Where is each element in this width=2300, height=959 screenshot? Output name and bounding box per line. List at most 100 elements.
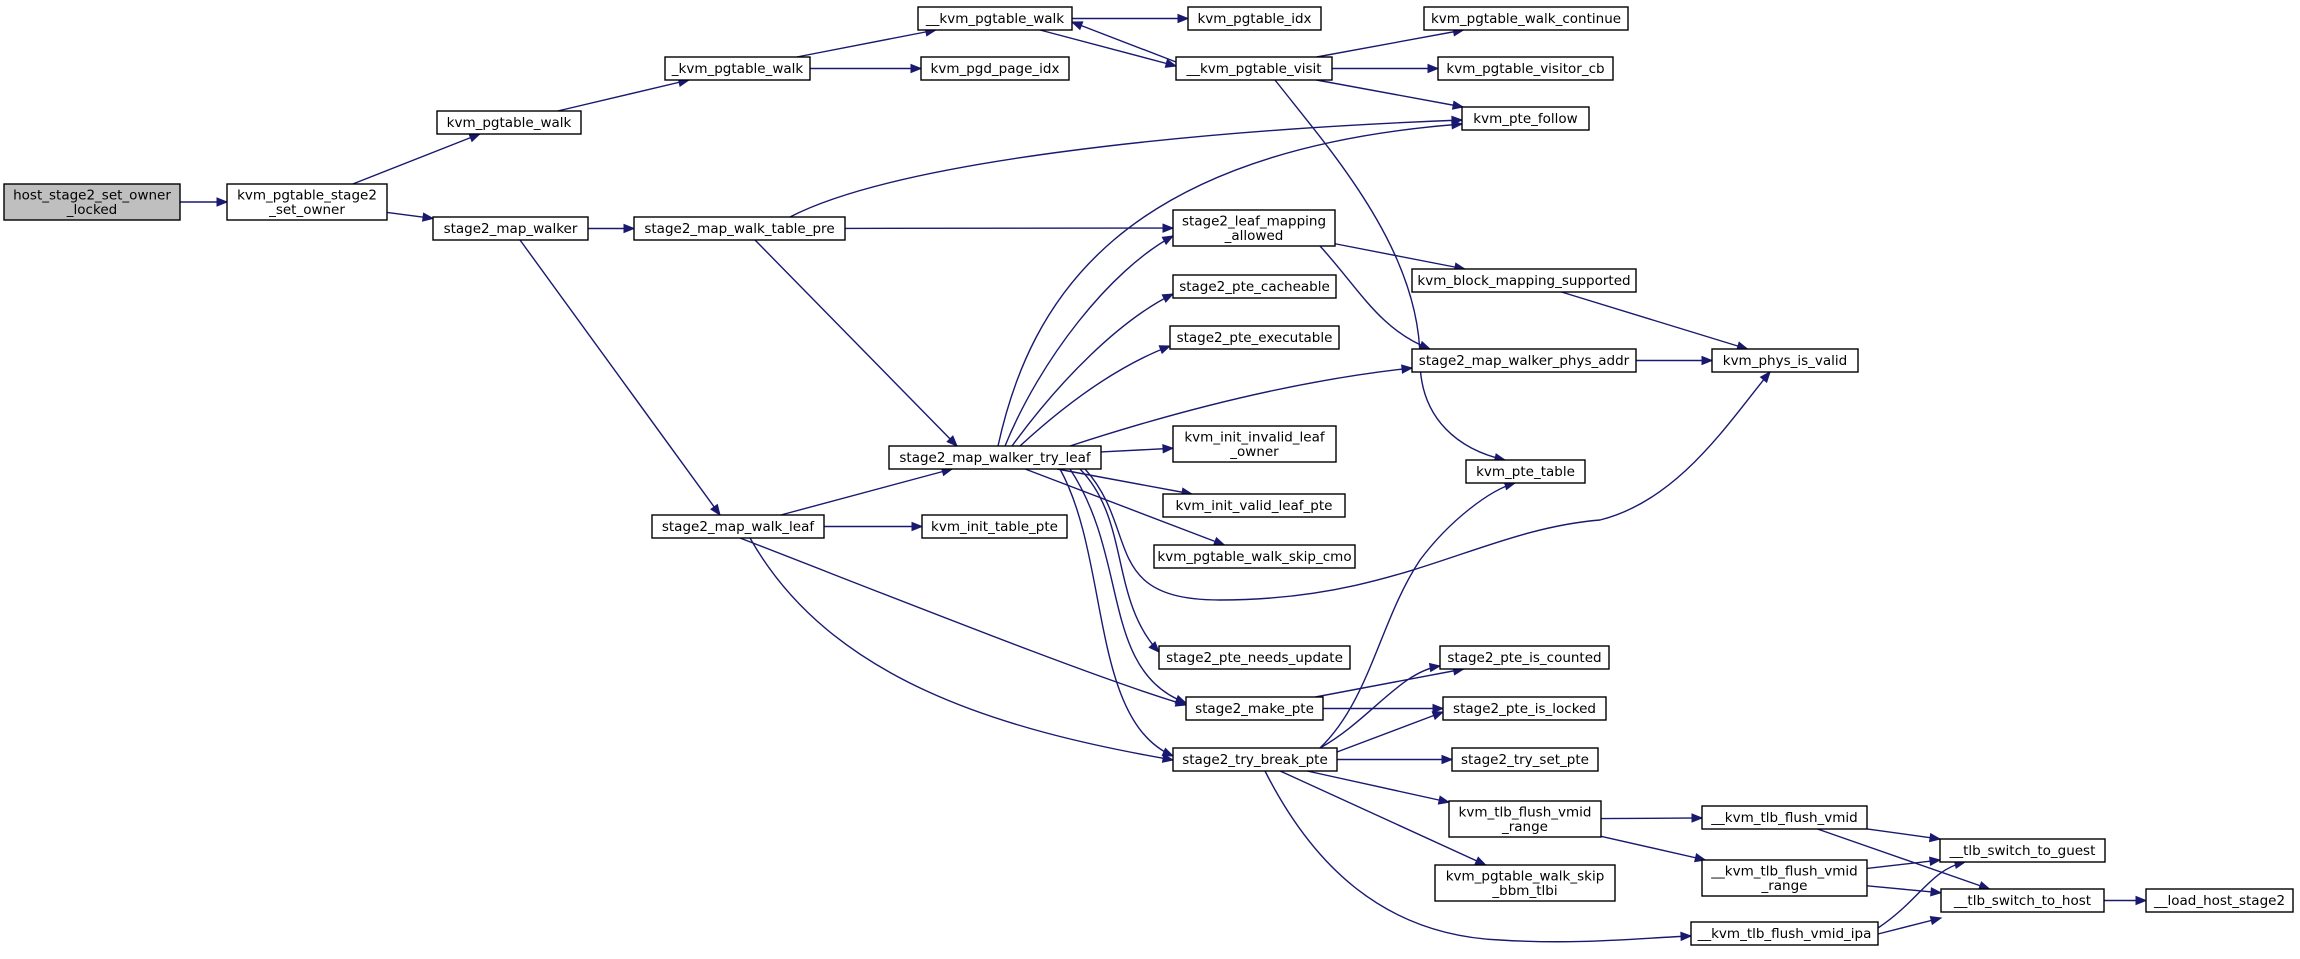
edge-__kvm_pgtable_walk-to-__kvm_pgtable_visit-arrowhead [1164, 58, 1178, 68]
edge-stage2_map_walker_try_leaf-to-stage2_try_break_pte [1059, 468, 1174, 757]
edge-stage2_make_pte-to-stage2_pte_is_counted [1315, 668, 1464, 698]
edge-_kvm_pgtable_walk-to-__kvm_pgtable_walk [796, 29, 936, 58]
node-stage2_map_walk_table_pre[interactable]: stage2_map_walk_table_pre [633, 216, 846, 241]
node-box[interactable] [1158, 645, 1351, 670]
node-box[interactable] [3, 183, 181, 221]
node-box[interactable] [1461, 106, 1590, 131]
node-box[interactable] [1172, 274, 1337, 299]
node-__tlb_switch_to_guest[interactable]: __tlb_switch_to_guest [1939, 838, 2106, 863]
node-kvm_pte_table[interactable]: kvm_pte_table [1465, 459, 1586, 484]
node-box[interactable] [1465, 459, 1586, 484]
node-stage2_map_walker[interactable]: stage2_map_walker [432, 216, 589, 241]
edge-__kvm_tlb_flush_vmid_ipa-to-__tlb_switch_to_host [1877, 917, 1942, 935]
node-kvm_phys_is_valid[interactable]: kvm_phys_is_valid [1711, 348, 1859, 373]
node-kvm_init_invalid_leaf_owner[interactable]: kvm_init_invalid_leaf_owner [1172, 425, 1337, 463]
node-box[interactable] [436, 110, 582, 135]
node-stage2_pte_cacheable[interactable]: stage2_pte_cacheable [1172, 274, 1337, 299]
node-box[interactable] [1172, 209, 1336, 247]
edge-stage2_map_walker_try_leaf-to-kvm_init_invalid_leaf_owner-arrowhead [1162, 444, 1175, 454]
node-__kvm_pgtable_walk[interactable]: __kvm_pgtable_walk [917, 6, 1073, 31]
node-stage2_try_set_pte[interactable]: stage2_try_set_pte [1451, 747, 1599, 772]
node-kvm_init_table_pte[interactable]: kvm_init_table_pte [921, 514, 1068, 539]
edge-stage2_map_walk_table_pre-to-stage2_map_walker_try_leaf [754, 239, 958, 447]
node-box[interactable] [920, 56, 1070, 81]
node-box[interactable] [1451, 747, 1599, 772]
node-kvm_tlb_flush_vmid_range[interactable]: kvm_tlb_flush_vmid_range [1448, 800, 1602, 838]
node-stage2_map_walk_leaf[interactable]: stage2_map_walk_leaf [651, 514, 825, 539]
edge-kvm_tlb_flush_vmid_range-to-__kvm_tlb_flush_vmid [1600, 817, 1703, 820]
node-stage2_leaf_mapping_allowed[interactable]: stage2_leaf_mapping_allowed [1172, 209, 1336, 247]
node-__kvm_pgtable_visit[interactable]: __kvm_pgtable_visit [1175, 56, 1333, 81]
node-box[interactable] [1448, 800, 1602, 838]
node-stage2_make_pte[interactable]: stage2_make_pte [1185, 696, 1324, 721]
node-box[interactable] [921, 514, 1068, 539]
node-stage2_pte_needs_update[interactable]: stage2_pte_needs_update [1158, 645, 1351, 670]
node-host_stage2_set_owner_locked[interactable]: host_stage2_set_owner_locked [3, 183, 181, 221]
node-_kvm_pgtable_walk[interactable]: _kvm_pgtable_walk [664, 56, 811, 81]
node-kvm_pgtable_walk_continue[interactable]: kvm_pgtable_walk_continue [1423, 6, 1629, 31]
node-__load_host_stage2[interactable]: __load_host_stage2 [2145, 888, 2294, 913]
node-box[interactable] [1701, 859, 1868, 897]
node-box[interactable] [1711, 348, 1859, 373]
node-kvm_pte_follow[interactable]: kvm_pte_follow [1461, 106, 1590, 131]
node-label: kvm_init_table_pte [931, 519, 1058, 535]
node-__kvm_tlb_flush_vmid_range[interactable]: __kvm_tlb_flush_vmid_range [1701, 859, 1868, 897]
node-box[interactable] [1434, 864, 1616, 902]
node-box[interactable] [1442, 696, 1607, 721]
node-box[interactable] [664, 56, 811, 81]
node-kvm_pgtable_visitor_cb[interactable]: kvm_pgtable_visitor_cb [1437, 56, 1614, 81]
edge-stage2_try_break_pte-to-kvm_tlb_flush_vmid_range [1307, 770, 1450, 803]
edge-stage2_map_walker_try_leaf-to-kvm_phys_is_valid-arrowhead [1759, 370, 1771, 384]
edge-stage2_map_walker-to-stage2_map_walk_leaf [519, 239, 721, 516]
node-kvm_pgtable_walk[interactable]: kvm_pgtable_walk [436, 110, 582, 135]
node-stage2_try_break_pte[interactable]: stage2_try_break_pte [1172, 747, 1338, 772]
edge-stage2_map_walker_try_leaf-to-stage2_pte_cacheable-arrowhead [1161, 293, 1175, 303]
node-box[interactable] [1411, 348, 1637, 373]
node-kvm_init_valid_leaf_pte[interactable]: kvm_init_valid_leaf_pte [1162, 493, 1346, 518]
node-box[interactable] [1172, 425, 1337, 463]
node-kvm_pgtable_walk_skip_bbm_tlbi[interactable]: kvm_pgtable_walk_skip_bbm_tlbi [1434, 864, 1616, 902]
node-box[interactable] [1940, 888, 2105, 913]
node-box[interactable] [2145, 888, 2294, 913]
node-box[interactable] [432, 216, 589, 241]
node-kvm_pgtable_stage2_set_owner[interactable]: kvm_pgtable_stage2_set_owner [226, 183, 388, 221]
node-label: _range [1501, 819, 1548, 835]
node-box[interactable] [888, 445, 1102, 470]
node-__kvm_tlb_flush_vmid_ipa[interactable]: __kvm_tlb_flush_vmid_ipa [1690, 921, 1879, 946]
node-box[interactable] [226, 183, 388, 221]
node-box[interactable] [1153, 544, 1356, 569]
node-box[interactable] [633, 216, 846, 241]
node-kvm_pgtable_idx[interactable]: kvm_pgtable_idx [1187, 6, 1322, 31]
node-box[interactable] [1169, 325, 1340, 350]
edge-stage2_map_walker-to-stage2_map_walk_leaf-arrowhead [709, 503, 721, 517]
node-box[interactable] [1439, 645, 1610, 670]
node-stage2_pte_is_locked[interactable]: stage2_pte_is_locked [1442, 696, 1607, 721]
edge-stage2_map_walker_phys_addr-to-kvm_phys_is_valid-arrowhead [1701, 355, 1714, 366]
node-box[interactable] [1423, 6, 1629, 31]
node-stage2_map_walker_try_leaf[interactable]: stage2_map_walker_try_leaf [888, 445, 1102, 470]
node-box[interactable] [1187, 6, 1322, 31]
node-stage2_pte_executable[interactable]: stage2_pte_executable [1169, 325, 1340, 350]
node-kvm_pgd_page_idx[interactable]: kvm_pgd_page_idx [920, 56, 1070, 81]
node-box[interactable] [1437, 56, 1614, 81]
node-box[interactable] [1162, 493, 1346, 518]
node-__tlb_switch_to_host[interactable]: __tlb_switch_to_host [1940, 888, 2105, 913]
node-box[interactable] [1411, 268, 1637, 293]
edge-stage2_map_walker_try_leaf-to-stage2_map_walker_phys_addr-arrowhead [1401, 364, 1414, 374]
node-box[interactable] [1701, 805, 1868, 830]
node-label: kvm_tlb_flush_vmid [1459, 804, 1592, 820]
node-box[interactable] [1175, 56, 1333, 81]
node-kvm_block_mapping_supported[interactable]: kvm_block_mapping_supported [1411, 268, 1637, 293]
node-label: stage2_pte_is_counted [1447, 650, 1601, 666]
node-box[interactable] [917, 6, 1073, 31]
edge-stage2_map_walk_leaf-to-kvm_init_table_pte-arrowhead [911, 521, 924, 532]
node-box[interactable] [1172, 747, 1338, 772]
node-stage2_pte_is_counted[interactable]: stage2_pte_is_counted [1439, 645, 1610, 670]
node-kvm_pgtable_walk_skip_cmo[interactable]: kvm_pgtable_walk_skip_cmo [1153, 544, 1356, 569]
node-__kvm_tlb_flush_vmid[interactable]: __kvm_tlb_flush_vmid [1701, 805, 1868, 830]
node-box[interactable] [651, 514, 825, 539]
node-box[interactable] [1690, 921, 1879, 946]
node-box[interactable] [1939, 838, 2106, 863]
node-box[interactable] [1185, 696, 1324, 721]
node-stage2_map_walker_phys_addr[interactable]: stage2_map_walker_phys_addr [1411, 348, 1637, 373]
